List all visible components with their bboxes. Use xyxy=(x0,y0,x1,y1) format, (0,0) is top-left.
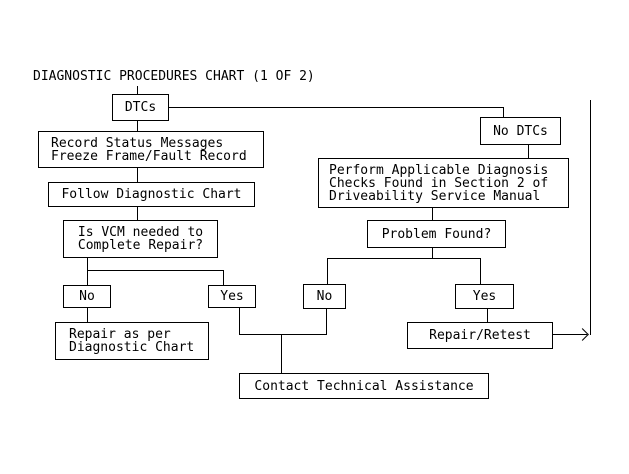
node-yes-right: Yes xyxy=(455,284,514,309)
connector-line xyxy=(432,248,433,258)
connector-line xyxy=(87,258,88,285)
connector-line xyxy=(137,121,138,131)
off-page-connector-line xyxy=(590,100,591,335)
node-contact-assistance: Contact Technical Assistance xyxy=(239,373,489,399)
connector-line xyxy=(553,334,587,335)
node-perform-diagnosis: Perform Applicable Diagnosis Checks Foun… xyxy=(318,158,569,208)
node-record-status: Record Status Messages Freeze Frame/Faul… xyxy=(38,131,264,168)
connector-line xyxy=(480,258,481,284)
connector-line xyxy=(223,270,224,285)
connector-line xyxy=(137,86,138,94)
connector-line xyxy=(327,258,328,284)
connector-line xyxy=(432,208,433,220)
connector-line xyxy=(239,334,327,335)
connector-line xyxy=(327,258,481,259)
connector-line xyxy=(528,145,529,158)
connector-line xyxy=(87,308,88,322)
connector-line xyxy=(487,309,488,322)
node-problem-found: Problem Found? xyxy=(367,220,506,248)
connector-line xyxy=(326,309,327,334)
node-no-left: No xyxy=(63,285,111,308)
node-vcm-question: Is VCM needed to Complete Repair? xyxy=(63,220,218,258)
node-no-right: No xyxy=(303,284,346,309)
connector-line xyxy=(137,207,138,220)
node-dtcs: DTCs xyxy=(112,94,169,121)
connector-line xyxy=(87,270,224,271)
connector-line xyxy=(137,168,138,182)
node-repair-per-chart: Repair as per Diagnostic Chart xyxy=(55,322,209,360)
connector-line xyxy=(239,308,240,334)
node-follow-chart: Follow Diagnostic Chart xyxy=(48,182,255,207)
node-no-dtcs: No DTCs xyxy=(480,117,561,145)
connector-line xyxy=(169,107,503,108)
node-yes-left: Yes xyxy=(208,285,256,308)
node-repair-retest: Repair/Retest xyxy=(407,322,553,349)
connector-line xyxy=(281,334,282,373)
connector-line xyxy=(503,107,504,117)
arrow-right-icon xyxy=(576,328,589,341)
page-title: DIAGNOSTIC PROCEDURES CHART (1 OF 2) xyxy=(33,69,315,84)
